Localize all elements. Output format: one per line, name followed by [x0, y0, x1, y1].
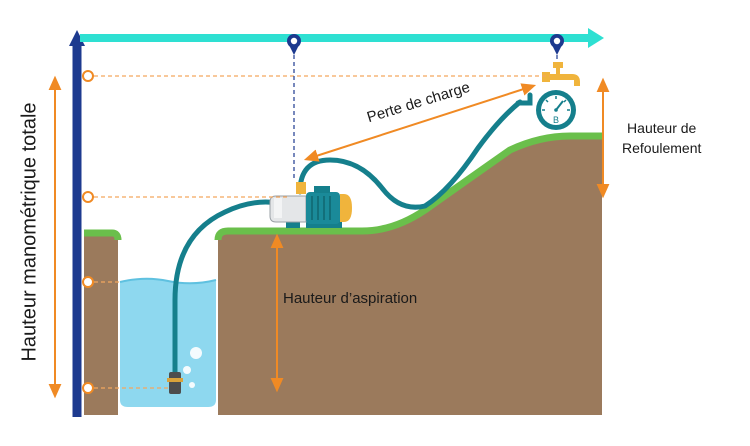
pressure-gauge-icon: B — [536, 90, 576, 130]
pump-icon — [269, 182, 352, 228]
dimension-arrows — [48, 75, 610, 399]
level-markers — [82, 70, 94, 394]
location-pin-icon — [287, 34, 301, 55]
hauteur-refoulement-line1: Hauteur de — [627, 120, 697, 136]
tap-icon — [542, 62, 580, 86]
hauteur-aspiration-label: Hauteur d’aspiration — [283, 290, 418, 307]
location-pin-icon — [550, 34, 564, 55]
strainer-icon — [167, 372, 183, 394]
hauteur-refoulement-label: Hauteur de Refoulement — [622, 118, 701, 158]
reference-lines — [94, 75, 550, 389]
suction-pipe — [172, 199, 281, 375]
ground-right — [218, 136, 602, 415]
hauteur-refoulement-line2: Refoulement — [622, 140, 702, 156]
grass-left — [84, 229, 122, 241]
vertical-axis — [69, 30, 85, 417]
water-well — [118, 272, 218, 415]
gauge-connector — [515, 92, 533, 106]
gauge-letter: B — [553, 115, 559, 125]
horizontal-axis — [80, 28, 604, 48]
perte-charge-arrow — [303, 83, 537, 162]
hauteur-manometrique-label: Hauteur manométrique totale — [18, 102, 41, 362]
